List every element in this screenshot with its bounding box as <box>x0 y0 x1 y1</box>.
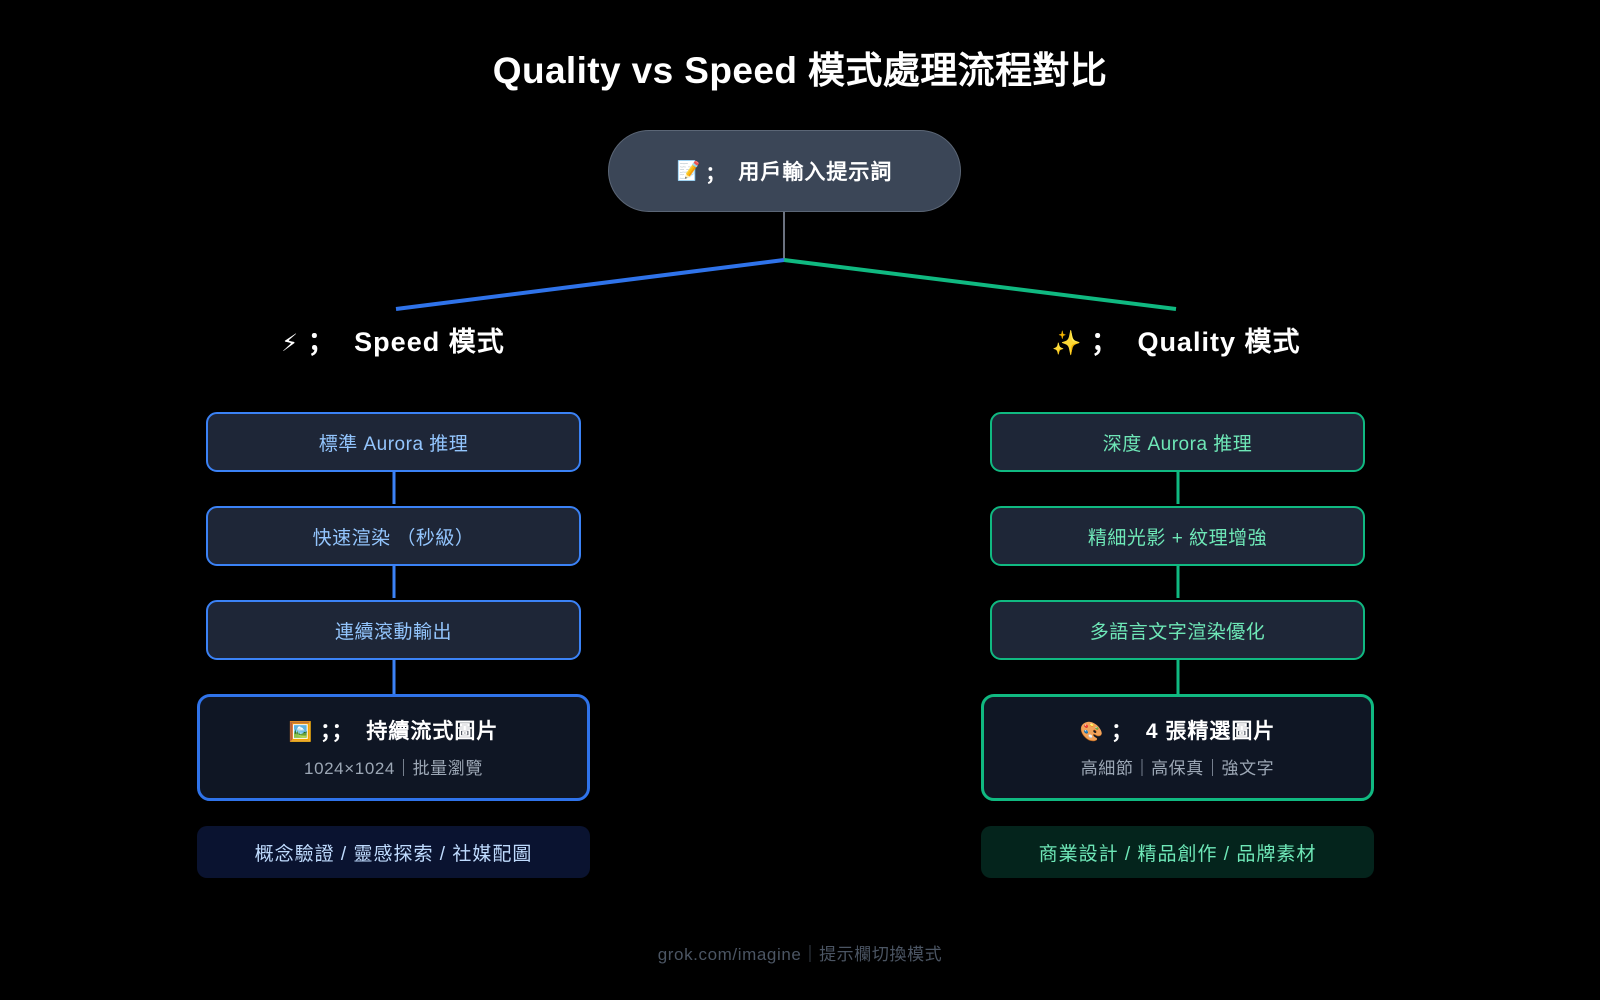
sparkles-icon: ✨ <box>1051 330 1083 357</box>
root-node-label: 用戶輸入提示詞 <box>738 161 893 184</box>
branch-heading-speed: ⚡ ； Speed 模式 <box>183 320 603 359</box>
flow-step[interactable]: 精細光影 + 紋理增強 <box>990 506 1365 566</box>
lightning-bolt-icon: ⚡ <box>281 330 300 357</box>
use-case-tag-speed: 概念驗證 / 靈感探索 / 社媒配圖 <box>197 826 590 878</box>
framed-picture-icon: 🖼️ <box>288 722 314 743</box>
result-node-speed[interactable]: 🖼️ ；； 持續流式圖片 1024×1024｜批量瀏覽 <box>197 694 590 801</box>
flow-column-speed: 標準 Aurora 推理 快速渲染 （秒級） 連續滾動輸出 🖼️ ；； 持續流式… <box>197 412 590 878</box>
artist-palette-icon: 🎨 <box>1079 722 1105 743</box>
use-case-tag-quality: 商業設計 / 精品創作 / 品牌素材 <box>981 826 1374 878</box>
flow-step[interactable]: 快速渲染 （秒級） <box>206 506 581 566</box>
branch-heading-label-quality: Quality 模式 <box>1137 327 1301 357</box>
result-subtitle-quality: 高細節｜高保真｜強文字 <box>1080 759 1275 778</box>
result-title-quality: 🎨 ； 4 張精選圖片 <box>984 715 1371 745</box>
branch-heading-quality: ✨ ； Quality 模式 <box>966 320 1386 359</box>
root-node-user-prompt[interactable]: 📝 ； 用戶輸入提示詞 <box>608 130 961 212</box>
root-node-separator: ； <box>705 162 727 185</box>
result-subtitle-speed: 1024×1024｜批量瀏覽 <box>304 759 483 778</box>
result-title-speed: 🖼️ ；； 持續流式圖片 <box>200 715 587 745</box>
result-title-label-quality: 4 張精選圖片 <box>1145 720 1276 743</box>
page-title: Quality vs Speed 模式處理流程對比 <box>492 50 1108 91</box>
flow-step[interactable]: 標準 Aurora 推理 <box>206 412 581 472</box>
branch-separator-quality: ； <box>1090 327 1119 357</box>
result-node-quality[interactable]: 🎨 ； 4 張精選圖片 高細節｜高保真｜強文字 <box>981 694 1374 801</box>
result-separator-speed: ；； <box>320 720 354 743</box>
flow-step[interactable]: 連續滾動輸出 <box>206 600 581 660</box>
result-separator-quality: ； <box>1111 720 1134 743</box>
flow-step[interactable]: 多語言文字渲染優化 <box>990 600 1365 660</box>
flow-step[interactable]: 深度 Aurora 推理 <box>990 412 1365 472</box>
footer-caption: grok.com/imagine｜提示欄切換模式 <box>657 945 943 964</box>
branch-separator-speed: ； <box>307 327 336 357</box>
memo-pencil-icon: 📝 <box>676 161 702 182</box>
flow-column-quality: 深度 Aurora 推理 精細光影 + 紋理增強 多語言文字渲染優化 🎨 ； 4… <box>981 412 1374 878</box>
branch-heading-label-speed: Speed 模式 <box>354 327 505 357</box>
result-title-label-speed: 持續流式圖片 <box>366 720 499 743</box>
